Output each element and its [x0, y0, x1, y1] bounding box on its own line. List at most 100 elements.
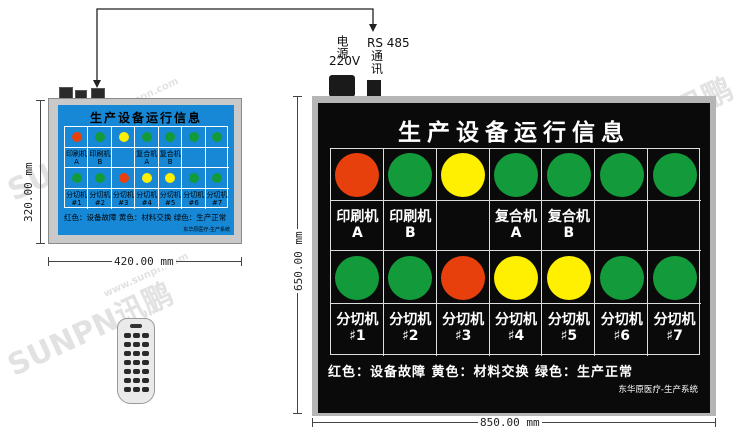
small-grid-cell: [158, 147, 183, 168]
big-machine-label: 分切机♯5: [543, 312, 595, 344]
small-status-lamp-green: [71, 173, 82, 184]
small-grid-cell: [158, 168, 183, 189]
rs485-label-line3: 讯: [371, 62, 384, 76]
big-machine-id: B: [404, 225, 416, 241]
big-status-lamp-green: [652, 255, 697, 300]
remote-button: [124, 387, 131, 392]
big-grid-vline: [594, 149, 596, 356]
small-grid-cell: [65, 127, 89, 148]
big-height-dim-label: 650.00 mm: [292, 229, 305, 293]
small-machine-label: 分切机#2: [88, 191, 111, 207]
big-grid-vline: [541, 149, 543, 356]
small-machine-id: A: [144, 157, 150, 166]
big-machine-id: ♯2: [402, 328, 419, 344]
small-machine-id: #1: [71, 198, 82, 207]
big-width-dim-right: [715, 418, 716, 427]
small-status-lamp-green: [188, 132, 199, 143]
big-status-lamp-green: [599, 255, 644, 300]
remote-control: [117, 318, 155, 404]
small-grid-cell: [111, 147, 136, 168]
big-machine-name: 分切机: [495, 312, 537, 328]
big-machine-label: 分切机♯2: [384, 312, 436, 344]
small-machine-name: 分切机: [206, 190, 228, 199]
big-machine-id: ♯5: [560, 328, 578, 344]
small-grid-cell: [111, 168, 136, 189]
big-display-footer: 东华原医疗-生产系统: [618, 385, 698, 395]
big-connector-rs485: [367, 80, 381, 97]
rs485-label-line2: 通: [371, 49, 384, 63]
small-machine-id: B: [167, 157, 173, 166]
small-width-dim-left: [48, 257, 49, 266]
big-status-lamp-red: [441, 255, 486, 300]
small-grid-cell: [135, 147, 159, 168]
big-status-lamp-green: [494, 153, 538, 197]
big-status-lamp-green: [652, 153, 697, 197]
big-machine-name: 印刷机: [336, 209, 379, 225]
connection-line: [0, 0, 740, 96]
big-machine-label: 分切机♯4: [490, 312, 542, 344]
small-machine-name: 复合机: [159, 149, 181, 158]
remote-button: [142, 333, 149, 338]
small-machine-label: 分切机#4: [135, 191, 158, 207]
small-machine-label: 分切机#1: [65, 191, 88, 207]
small-grid-cell: [159, 188, 183, 209]
small-width-dim-label: 420.00 mm: [112, 255, 176, 268]
small-status-lamp-yellow: [165, 173, 176, 184]
remote-button: [142, 360, 149, 365]
big-machine-id: ♯7: [666, 328, 683, 344]
remote-button: [133, 387, 140, 392]
remote-button: [133, 378, 140, 383]
big-machine-label: 分切机♯3: [437, 312, 489, 344]
small-machine-name: 分切机: [136, 190, 158, 199]
remote-button: [142, 369, 149, 374]
small-grid-cell: [182, 147, 206, 168]
small-machine-name: 分切机: [112, 190, 134, 199]
remote-button: [133, 342, 140, 347]
small-machine-name: 复合机: [136, 149, 158, 158]
big-grid-vline: [382, 149, 384, 356]
big-status-lamp-yellow: [441, 153, 486, 197]
remote-button: [133, 369, 140, 374]
small-status-lamp-red: [118, 173, 129, 184]
big-width-dim-label: 850.00 mm: [478, 416, 542, 429]
small-machine-id: #4: [141, 198, 152, 207]
small-status-lamp-green: [165, 132, 176, 143]
small-display-footer: 东华原医疗-生产系统: [183, 227, 230, 233]
power-label: 电源 220V: [329, 35, 360, 68]
small-machine-label: 分切机#3: [112, 191, 135, 207]
small-machine-name: 分切机: [66, 190, 87, 199]
big-machine-name: 印刷机: [389, 209, 432, 225]
small-height-dim-bottom: [36, 243, 45, 244]
small-status-lamp-green: [142, 132, 152, 143]
big-machine-label: 分切机♯1: [331, 312, 383, 344]
big-machine-id: ♯3: [454, 328, 472, 344]
big-status-lamp-yellow: [494, 255, 538, 300]
big-display-legend: 红色：设备故障 黄色：材料交换 绿色：生产正常: [328, 365, 634, 380]
small-machine-name: 分切机: [159, 190, 181, 199]
big-status-lamp-red: [335, 153, 380, 197]
small-status-lamp-green: [212, 173, 223, 184]
small-grid-cell: [158, 127, 183, 148]
small-status-lamp-green: [212, 132, 223, 143]
small-grid-cell: [205, 127, 229, 148]
small-grid-cell: [88, 188, 112, 209]
small-machine-id: B: [97, 157, 103, 166]
big-machine-id: B: [563, 225, 575, 241]
small-machine-label: 分切机#6: [182, 191, 205, 207]
big-machine-label: 分切机♯6: [596, 312, 648, 344]
small-grid-cell: [65, 147, 89, 168]
small-machine-id: #3: [118, 198, 129, 207]
small-status-lamp-yellow: [142, 173, 152, 184]
big-machine-name: 分切机: [336, 312, 379, 328]
power-label-line1: 电源: [335, 35, 349, 59]
big-status-lamp-green: [599, 153, 644, 197]
small-machine-id: #2: [94, 198, 106, 207]
small-display-title: 生产设备运行信息: [89, 111, 202, 125]
big-grid-hline: [331, 250, 701, 251]
big-height-dim-bottom: [293, 413, 302, 414]
small-display-legend: 红色：设备故障 黄色：材料交换 绿色：生产正常: [64, 213, 227, 222]
